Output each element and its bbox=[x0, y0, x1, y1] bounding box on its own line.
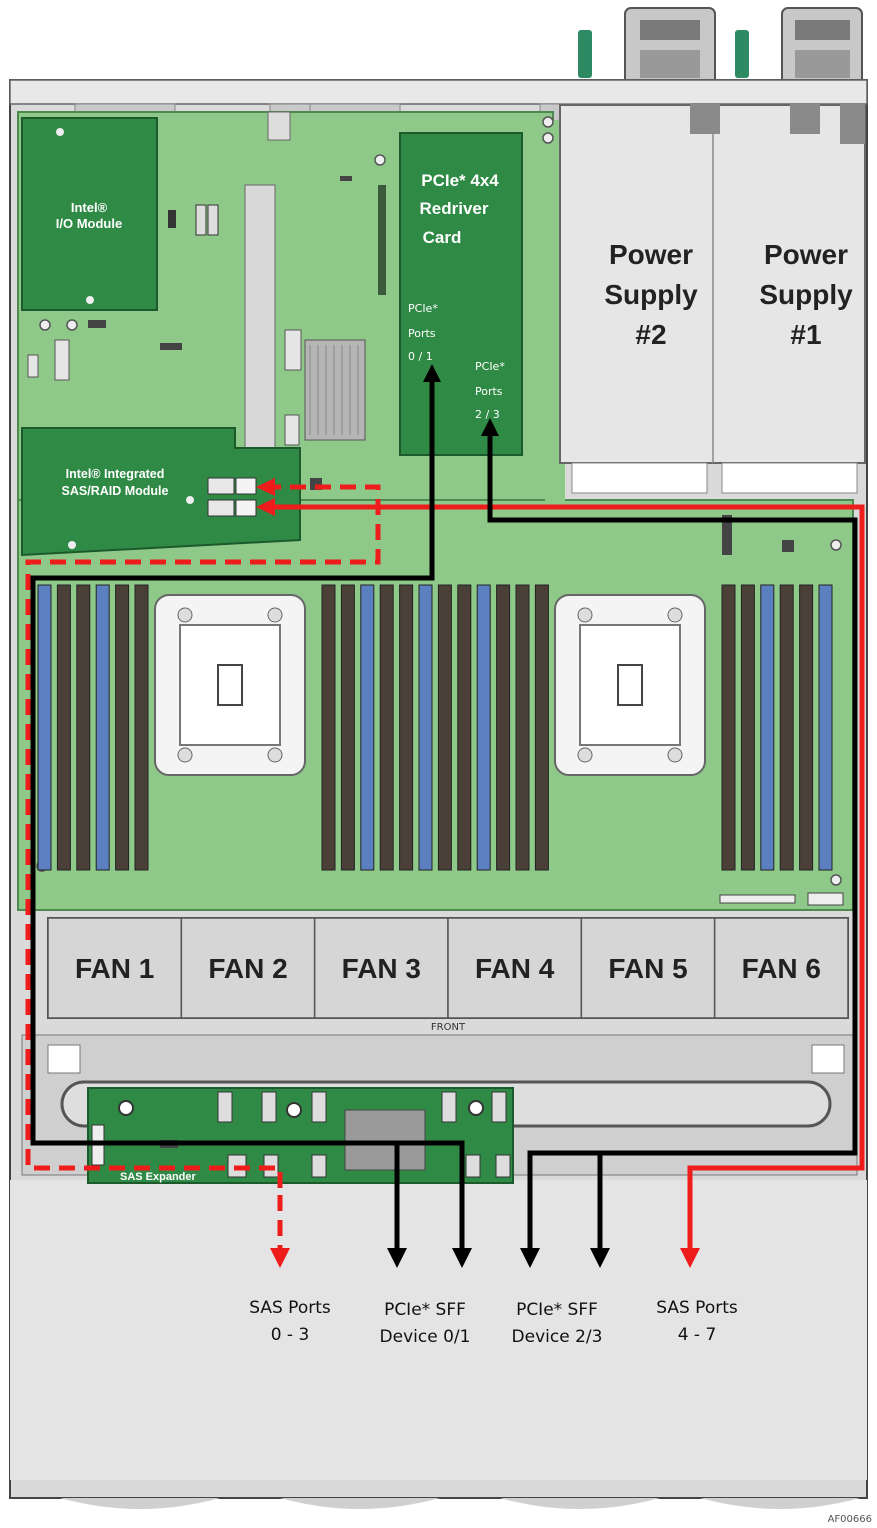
sas-raid-label-line-2: SAS/RAID Module bbox=[62, 484, 169, 498]
dimm-slot bbox=[722, 585, 735, 870]
dimm-slot bbox=[341, 585, 354, 870]
redriver-ports-23-line-1: PCIe* bbox=[475, 360, 505, 373]
cpu-socket-2 bbox=[555, 595, 705, 775]
power-supply-1-line-1: Power bbox=[764, 239, 848, 270]
power-supply-2-line-3: #2 bbox=[635, 319, 666, 350]
dest-pcie-23-line-2: Device 2/3 bbox=[512, 1327, 603, 1347]
chassis-rear-rail bbox=[10, 80, 867, 104]
dimm-slot bbox=[77, 585, 90, 870]
dimm-slot bbox=[800, 585, 813, 870]
power-supply-1-line-3: #1 bbox=[790, 319, 821, 350]
dimm-slot bbox=[96, 585, 109, 870]
dest-pcie-23-line-1: PCIe* SFF bbox=[516, 1300, 598, 1320]
dest-sas-0-3-line-1: SAS Ports bbox=[249, 1298, 331, 1318]
dest-sas-0-3-line-2: 0 - 3 bbox=[271, 1325, 310, 1345]
power-supply-2-line-2: Supply bbox=[604, 279, 698, 310]
dimm-slot bbox=[780, 585, 793, 870]
dest-pcie-01-line-1: PCIe* SFF bbox=[384, 1300, 466, 1320]
dimm-slot bbox=[497, 585, 510, 870]
fan-label: FAN 4 bbox=[475, 953, 555, 984]
sas-expander-label: SAS Expander bbox=[120, 1171, 197, 1183]
io-module-label-line-1: Intel® bbox=[71, 200, 108, 215]
dimm-slot bbox=[135, 585, 148, 870]
io-module-label-line-2: I/O Module bbox=[56, 216, 122, 231]
fan-label: FAN 1 bbox=[75, 953, 154, 984]
fan-label: FAN 3 bbox=[342, 953, 421, 984]
cpu-socket-1 bbox=[155, 595, 305, 775]
dimm-slot bbox=[116, 585, 129, 870]
dest-pcie-01-line-2: Device 0/1 bbox=[380, 1327, 471, 1347]
redriver-ports-23-line-2: Ports bbox=[475, 385, 503, 398]
rear-handles bbox=[578, 8, 862, 88]
dimm-slot bbox=[741, 585, 754, 870]
redriver-ports-01-line-3: 0 / 1 bbox=[408, 350, 433, 363]
fan-label: FAN 5 bbox=[608, 953, 687, 984]
dimm-slot bbox=[761, 585, 774, 870]
sas-expander bbox=[88, 1088, 513, 1183]
redriver-ports-23-line-3: 2 / 3 bbox=[475, 408, 500, 421]
redriver-label-line-1: PCIe* 4x4 bbox=[421, 171, 499, 190]
sas-raid-label-line-1: Intel® Integrated bbox=[66, 467, 165, 481]
redriver-label-line-3: Card bbox=[423, 228, 462, 247]
dest-sas-4-7-line-1: SAS Ports bbox=[656, 1298, 738, 1318]
dimm-slot bbox=[535, 585, 548, 870]
dimm-slot bbox=[361, 585, 374, 870]
power-supply-1-line-2: Supply bbox=[759, 279, 853, 310]
dimm-slot bbox=[322, 585, 335, 870]
dimm-slot bbox=[419, 585, 432, 870]
figure-id: AF00666 bbox=[828, 1514, 872, 1525]
dimm-slot bbox=[57, 585, 70, 870]
redriver-label-line-2: Redriver bbox=[420, 199, 489, 218]
fan-label: FAN 2 bbox=[208, 953, 287, 984]
dest-sas-4-7-line-2: 4 - 7 bbox=[678, 1325, 717, 1345]
dimm-slot bbox=[458, 585, 471, 870]
front-bumpers bbox=[60, 1498, 860, 1509]
dimm-slot bbox=[438, 585, 451, 870]
dimm-slot bbox=[38, 585, 51, 870]
fan-bay: FAN 1 FAN 2 FAN 3 FAN 4 FAN 5 FAN 6 bbox=[48, 918, 848, 1018]
dimm-slot bbox=[516, 585, 529, 870]
power-supply-2-line-1: Power bbox=[609, 239, 693, 270]
redriver-ports-01-line-2: Ports bbox=[408, 327, 436, 340]
dimm-slot bbox=[477, 585, 490, 870]
dimm-slot bbox=[400, 585, 413, 870]
dimm-slot bbox=[380, 585, 393, 870]
front-label: FRONT bbox=[431, 1022, 466, 1033]
redriver-ports-01-line-1: PCIe* bbox=[408, 302, 438, 315]
fan-label: FAN 6 bbox=[742, 953, 821, 984]
dimm-slot bbox=[819, 585, 832, 870]
